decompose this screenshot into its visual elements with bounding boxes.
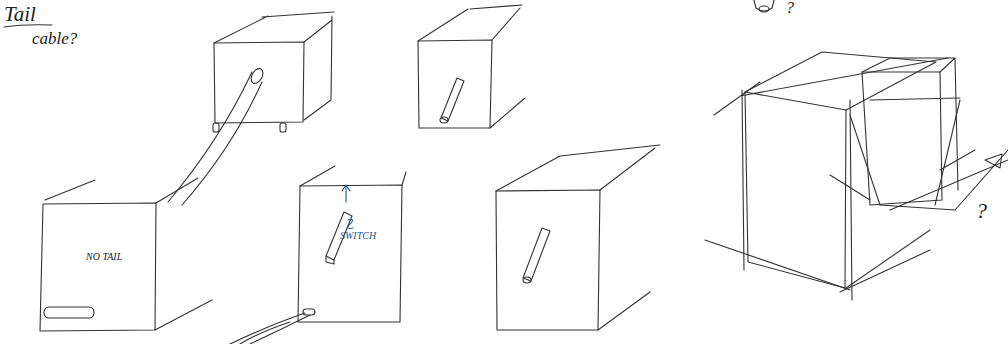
switch-label: SWITCH xyxy=(340,231,376,241)
cube-with-switch xyxy=(496,145,660,330)
cube-with-switch xyxy=(418,5,525,128)
large-cube-sketch xyxy=(705,52,1008,300)
cube-switch-arrow xyxy=(230,166,406,344)
heading: Tail xyxy=(4,4,36,25)
cube-with-cable xyxy=(168,12,334,205)
underline xyxy=(4,25,52,27)
note: cable? xyxy=(32,30,77,47)
cube-no-tail xyxy=(40,178,212,331)
question-mark: ? xyxy=(976,200,987,222)
face-note: NO TAIL xyxy=(86,252,122,262)
question-mark: ? xyxy=(786,0,794,16)
small-cylinder xyxy=(754,0,774,12)
